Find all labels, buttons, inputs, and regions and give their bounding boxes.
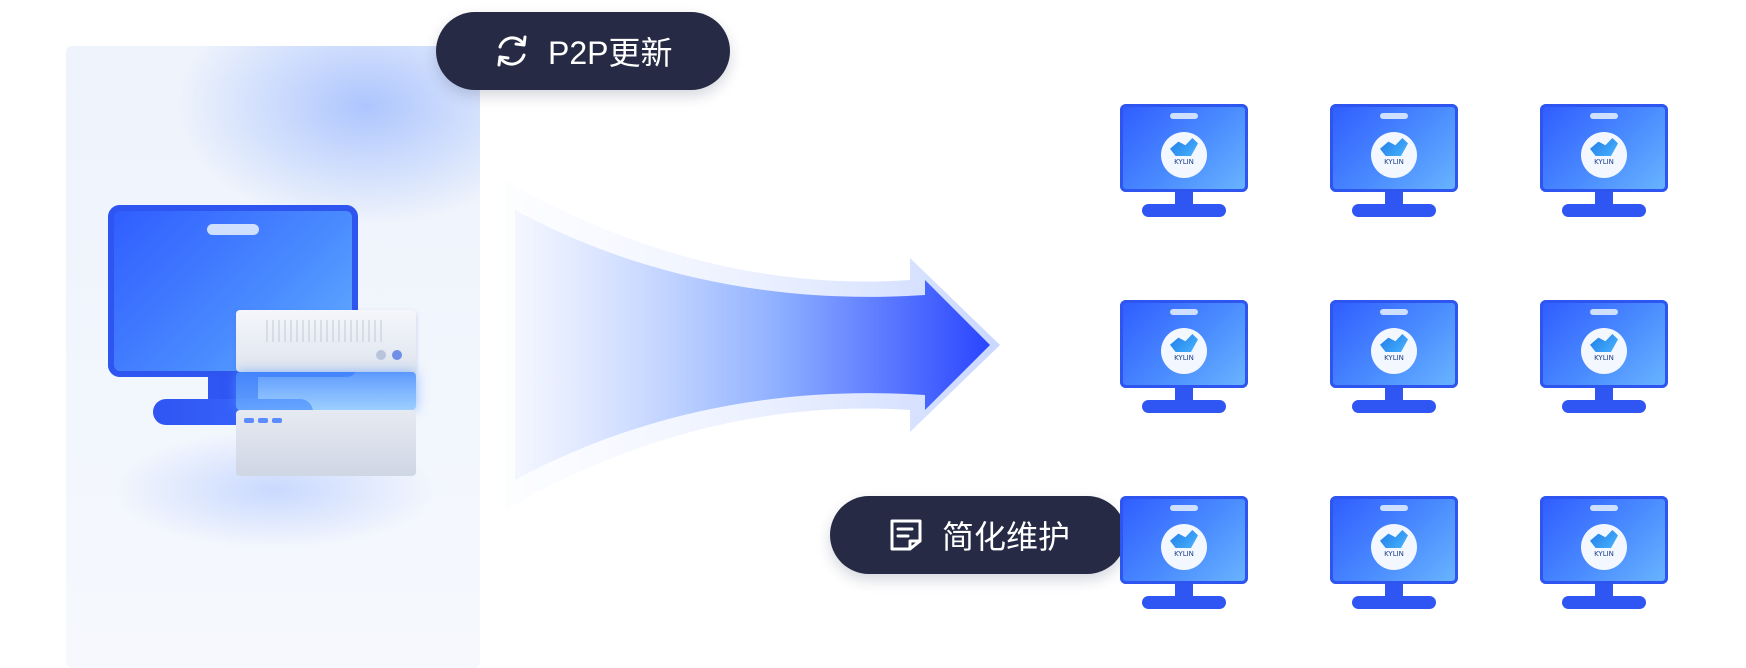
kylin-logo-text: KYLIN [1594,550,1614,558]
monitor-camera-slot [1590,113,1618,119]
monitor-base [1352,596,1436,609]
monitor-camera-slot [1170,113,1198,119]
monitor-neck [1175,388,1193,402]
monitor-neck [1175,192,1193,206]
monitor-camera-slot [1590,309,1618,315]
kylin-logo-text: KYLIN [1594,354,1614,362]
client-monitor-screen: KYLIN [1330,496,1458,584]
kylin-logo-icon: KYLIN [1371,132,1417,178]
kylin-logo-text: KYLIN [1174,158,1194,166]
simplify-maintenance-label: 简化维护 [942,519,1071,555]
monitor-camera-slot [1170,309,1198,315]
monitor-camera-slot [1590,505,1618,511]
refresh-icon [492,31,532,71]
p2p-update-badge: P2P更新 [436,12,730,90]
monitor-base [1562,400,1646,413]
client-monitor: KYLIN [1540,496,1668,609]
server-box-icon [230,300,440,480]
note-edit-icon [886,515,926,555]
distribution-arrow [505,180,1000,510]
monitor-base [1562,596,1646,609]
monitor-neck [1385,192,1403,206]
kylin-logo-text: KYLIN [1384,158,1404,166]
kylin-logo-icon: KYLIN [1371,328,1417,374]
kylin-logo-mark [1170,334,1198,352]
kylin-logo-text: KYLIN [1384,354,1404,362]
monitor-neck [1595,388,1613,402]
server-glass-layer [236,372,416,410]
kylin-logo-icon: KYLIN [1581,132,1627,178]
server-indicator [258,418,268,423]
simplify-maintenance-badge: 简化维护 [830,496,1126,574]
kylin-logo-icon: KYLIN [1581,524,1627,570]
kylin-logo-icon: KYLIN [1371,524,1417,570]
kylin-logo-mark [1590,138,1618,156]
kylin-logo-mark [1170,530,1198,548]
kylin-logo-icon: KYLIN [1581,328,1627,374]
kylin-logo-mark [1380,138,1408,156]
monitor-neck [1175,584,1193,598]
monitor-base [1142,400,1226,413]
kylin-logo-mark [1170,138,1198,156]
monitor-base [1142,204,1226,217]
client-monitor-screen: KYLIN [1540,496,1668,584]
monitor-camera-slot [1380,505,1408,511]
monitor-camera-slot [207,224,259,235]
monitor-camera-slot [1170,505,1198,511]
kylin-logo-icon: KYLIN [1161,132,1207,178]
client-monitor-screen: KYLIN [1120,300,1248,388]
monitor-camera-slot [1380,309,1408,315]
server-indicator [272,418,282,423]
server-bottom [236,410,416,476]
client-monitor: KYLIN [1330,104,1458,217]
p2p-update-label: P2P更新 [548,35,673,71]
server-led [392,350,402,360]
kylin-logo-mark [1380,530,1408,548]
client-monitor-screen: KYLIN [1540,104,1668,192]
kylin-logo-mark [1590,334,1618,352]
monitor-neck [1595,192,1613,206]
client-monitor: KYLIN [1540,300,1668,413]
monitor-base [1352,204,1436,217]
client-monitor: KYLIN [1120,300,1248,413]
monitor-neck [1385,584,1403,598]
server-led [376,350,386,360]
client-monitor-screen: KYLIN [1330,300,1458,388]
monitor-base [1562,204,1646,217]
client-monitor: KYLIN [1330,496,1458,609]
server-indicator [244,418,254,423]
monitor-base [1142,596,1226,609]
client-monitor: KYLIN [1120,496,1248,609]
kylin-logo-text: KYLIN [1384,550,1404,558]
monitor-camera-slot [1380,113,1408,119]
kylin-logo-text: KYLIN [1174,354,1194,362]
kylin-logo-icon: KYLIN [1161,524,1207,570]
server-top [236,310,416,372]
server-vent [266,320,386,342]
monitor-neck [1595,584,1613,598]
kylin-logo-mark [1380,334,1408,352]
kylin-logo-text: KYLIN [1594,158,1614,166]
kylin-logo-mark [1590,530,1618,548]
client-monitor-screen: KYLIN [1120,104,1248,192]
client-monitor-screen: KYLIN [1540,300,1668,388]
monitor-base [1352,400,1436,413]
kylin-logo-icon: KYLIN [1161,328,1207,374]
client-monitor-screen: KYLIN [1120,496,1248,584]
monitor-neck [1385,388,1403,402]
client-monitor: KYLIN [1330,300,1458,413]
client-monitor-screen: KYLIN [1330,104,1458,192]
kylin-logo-text: KYLIN [1174,550,1194,558]
client-monitor: KYLIN [1540,104,1668,217]
client-monitor: KYLIN [1120,104,1248,217]
